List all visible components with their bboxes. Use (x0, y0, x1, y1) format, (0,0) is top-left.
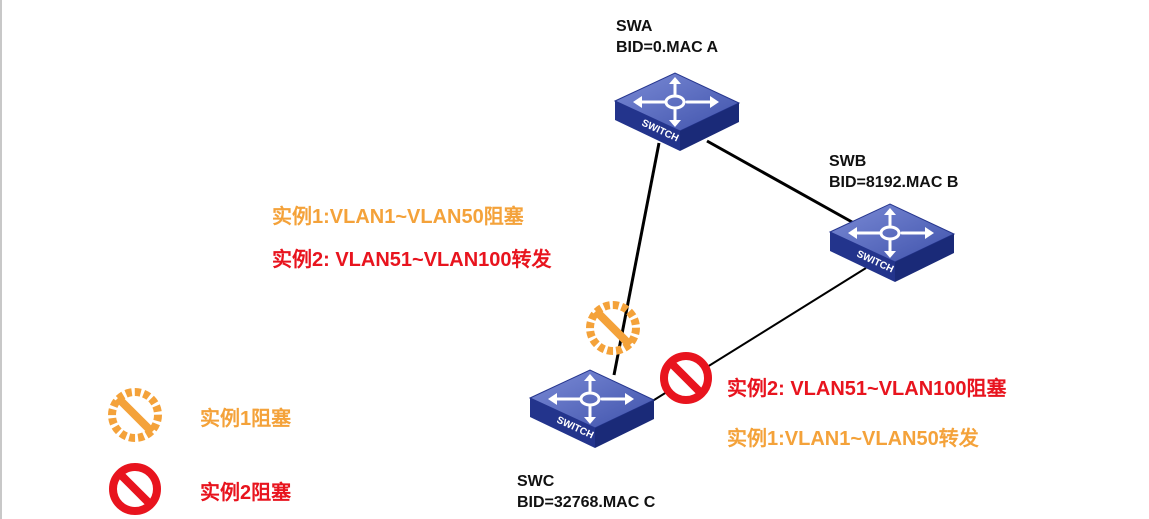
swb-bid: BID=8192.MAC B (829, 174, 959, 191)
legend-instance2-label: 实例2阻塞 (200, 482, 292, 504)
annotation-bc-instance2: 实例2: VLAN51~VLAN100阻塞 (727, 378, 1007, 400)
swa-name: SWA (616, 18, 653, 35)
legend-instance2-icon (109, 463, 161, 515)
instance2-block-icon (660, 352, 712, 404)
swc-name: SWC (517, 473, 555, 490)
switch-swc-icon: SWITCH (528, 368, 656, 450)
switch-swb-icon: SWITCH (828, 202, 956, 284)
instance1-block-icon (586, 301, 640, 355)
link-swa-swb (706, 139, 853, 224)
swc-label: SWC BID=32768.MAC C (517, 471, 655, 513)
legend-instance1-icon (108, 388, 162, 442)
swb-name: SWB (829, 153, 867, 170)
legend-instance1-label: 实例1阻塞 (200, 408, 292, 430)
annotation-bc-instance1: 实例1:VLAN1~VLAN50转发 (727, 428, 979, 450)
swa-bid: BID=0.MAC A (616, 39, 719, 56)
annotation-ac-instance2: 实例2: VLAN51~VLAN100转发 (272, 249, 552, 271)
switch-swa-icon: SWITCH (613, 71, 741, 153)
swa-label: SWA BID=0.MAC A (616, 16, 718, 58)
swb-label: SWB BID=8192.MAC B (829, 151, 958, 193)
swc-bid: BID=32768.MAC C (517, 494, 656, 511)
left-border (0, 0, 2, 519)
annotation-ac-instance1: 实例1:VLAN1~VLAN50阻塞 (272, 206, 524, 228)
